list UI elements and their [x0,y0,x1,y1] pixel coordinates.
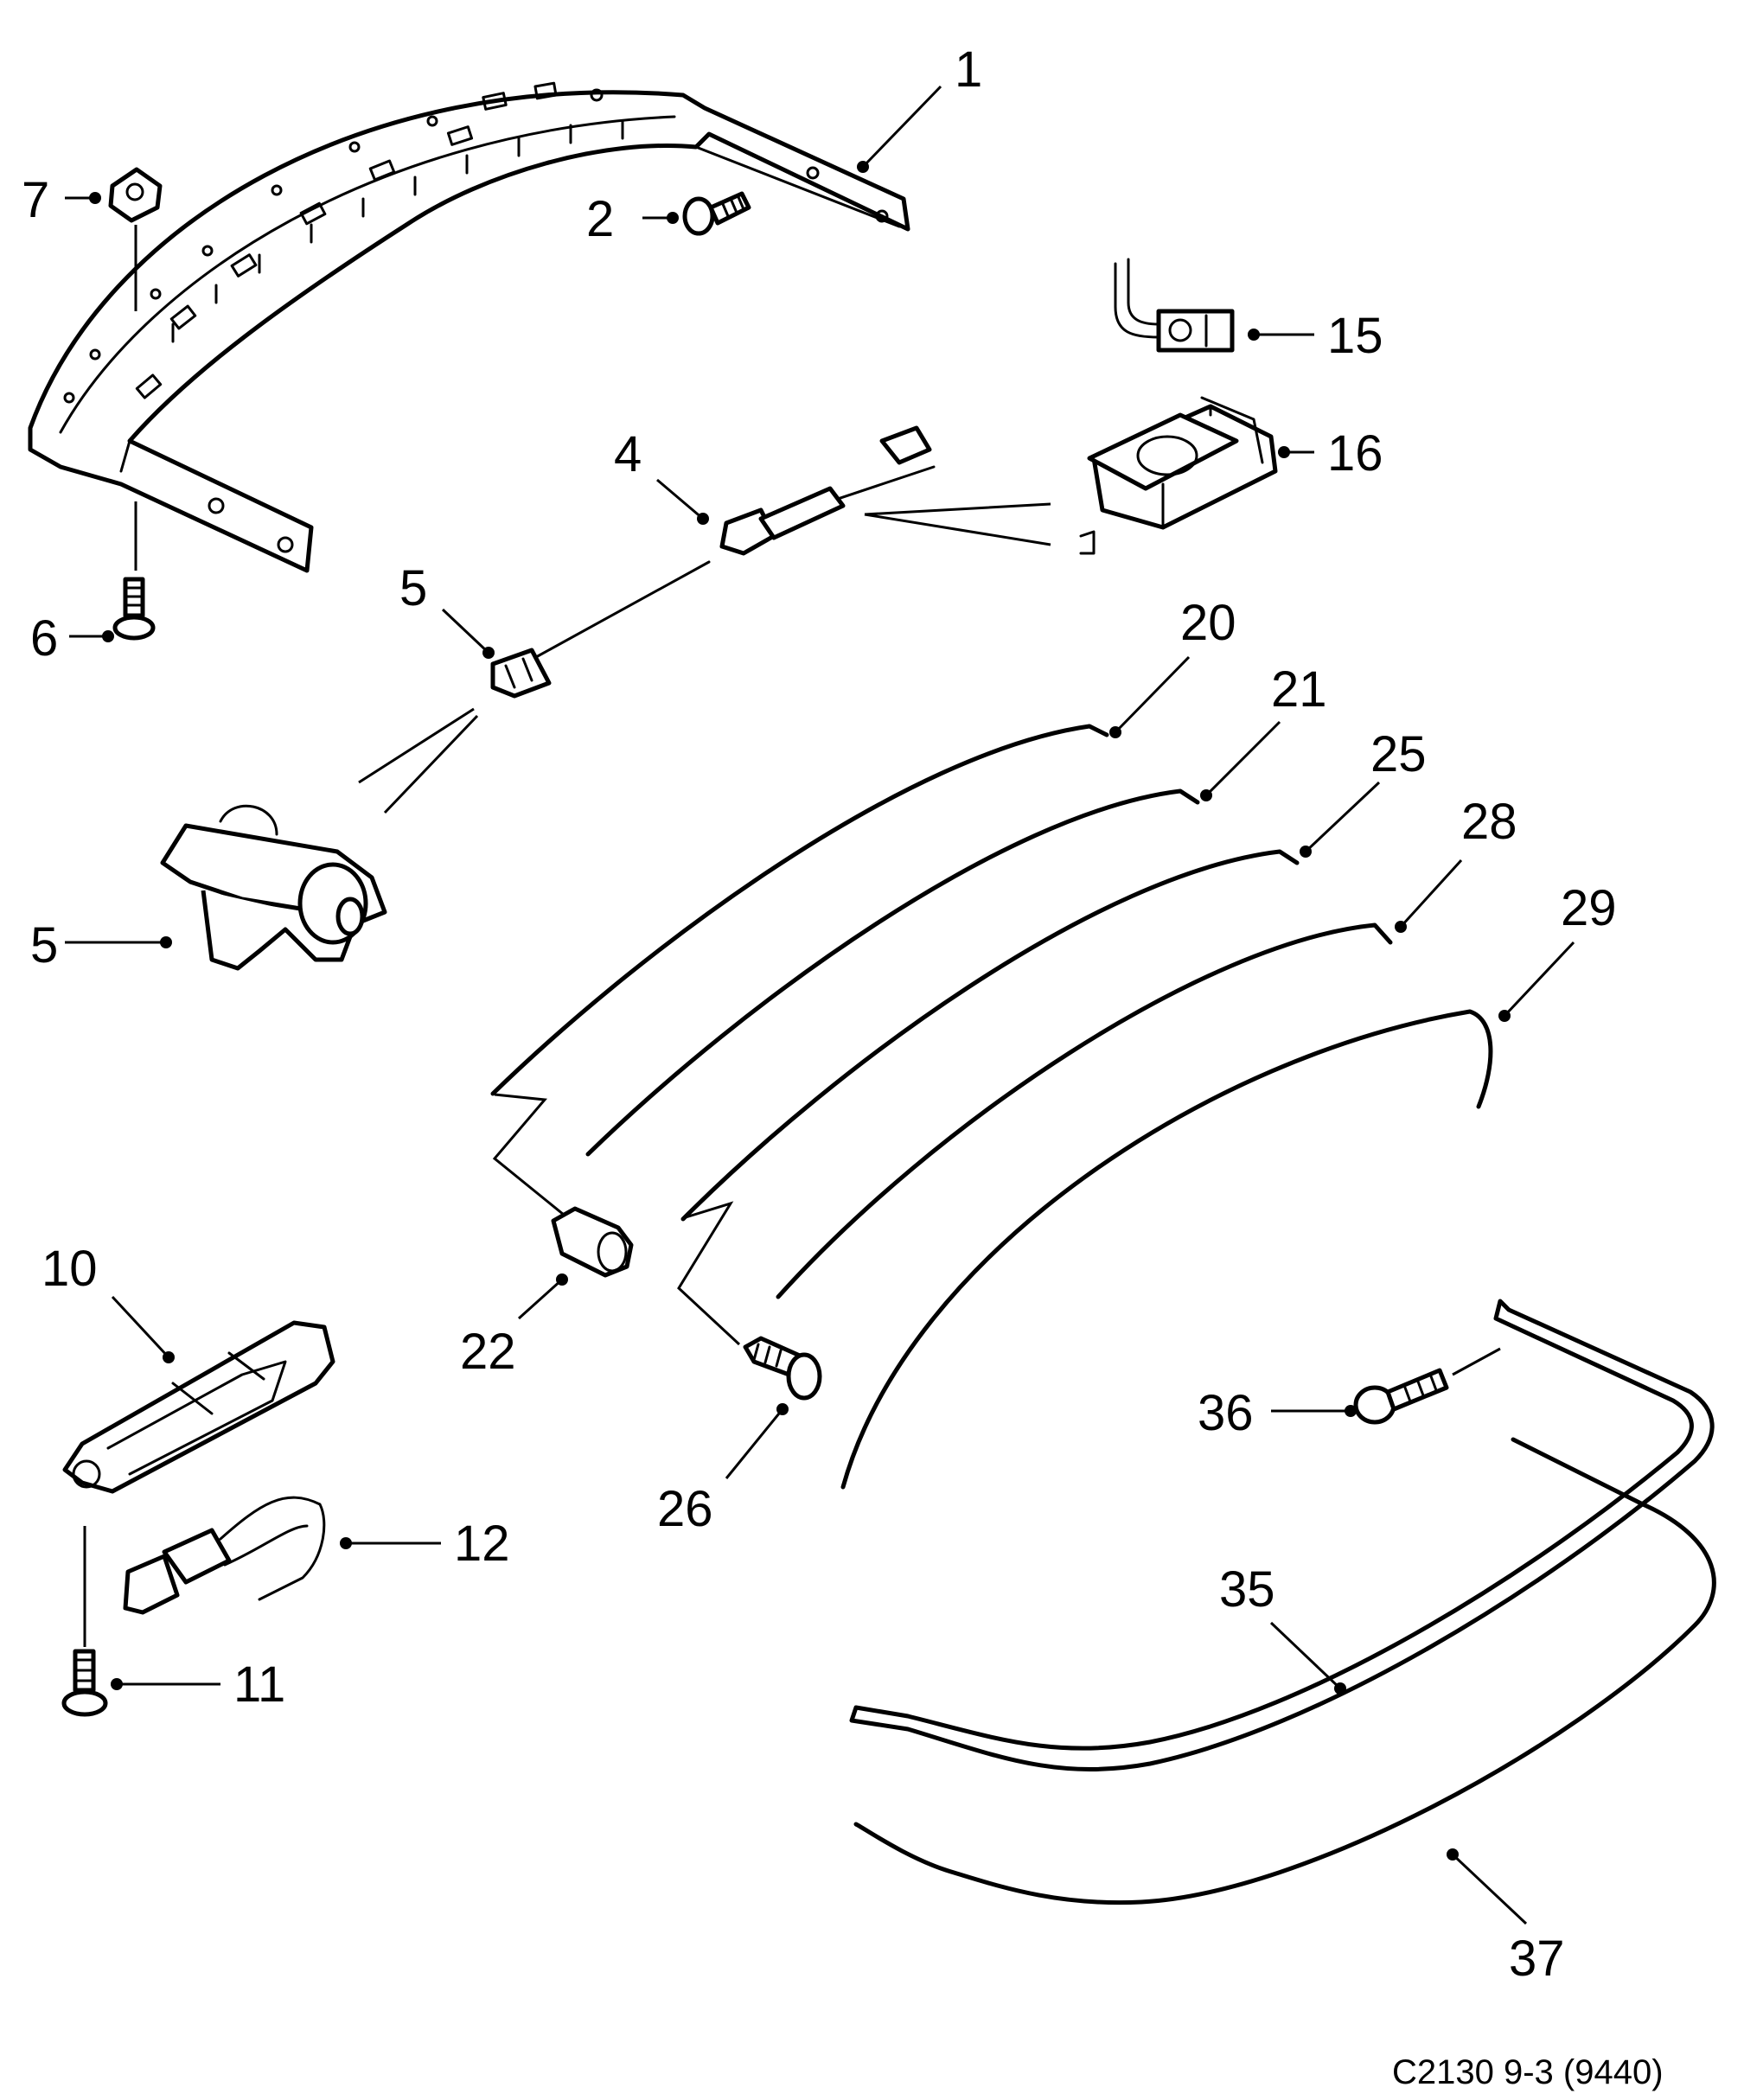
part-29-seal [840,1009,1493,1490]
label-25: 25 [1370,726,1427,782]
label-12: 12 [454,1516,510,1572]
leader-lines [65,85,1575,1925]
seal-strips [490,724,1493,1490]
part-10-housing [62,1320,335,1494]
label-16: 16 [1327,425,1383,482]
part-15-clip [1114,258,1235,353]
label-1: 1 [955,41,982,98]
part-5-hinge-bracket [160,804,387,971]
label-36: 36 [1198,1385,1254,1441]
label-7: 7 [22,172,49,228]
part-11-screw [61,1526,108,1717]
part-26-screw [677,1201,822,1401]
part-6-screw [112,577,156,641]
diagram-reference-code: C2130 9-3 (9440) [1392,2053,1664,2091]
label-4: 4 [614,426,642,482]
part-21-seal [585,788,1200,1157]
label-2: 2 [586,191,614,247]
part-25-seal [680,849,1300,1222]
part-12-harness [123,1496,326,1615]
label-11: 11 [233,1656,285,1713]
label-28: 28 [1461,794,1517,850]
label-20: 20 [1180,595,1236,651]
label-5-hinge: 5 [30,917,58,973]
part-36-screw [1353,1347,1501,1425]
part-22-clip [492,1093,634,1278]
label-21: 21 [1271,661,1327,718]
label-6: 6 [30,610,58,667]
label-22: 22 [460,1324,516,1380]
part-1-rear-bow [28,81,910,573]
part-35-seal [849,1299,1715,1771]
label-5-cable-end: 5 [399,560,427,616]
label-26: 26 [657,1481,713,1537]
label-29: 29 [1561,880,1617,936]
label-15: 15 [1327,308,1383,364]
part-2-screw [682,191,751,236]
part-20-seal [490,724,1109,1096]
part-37-seal [853,1437,1716,1905]
part-7-nut [108,167,163,223]
label-37: 37 [1509,1931,1565,1987]
label-10: 10 [42,1241,98,1297]
part-4-cable [534,425,936,659]
part-28-seal [776,922,1393,1299]
part-labels: 1 2 4 5 5 6 7 10 11 12 15 16 20 21 22 25… [22,41,1617,1987]
part-16-bracket [864,396,1278,555]
part-5-cable-end [358,648,552,814]
label-35: 35 [1219,1561,1275,1618]
